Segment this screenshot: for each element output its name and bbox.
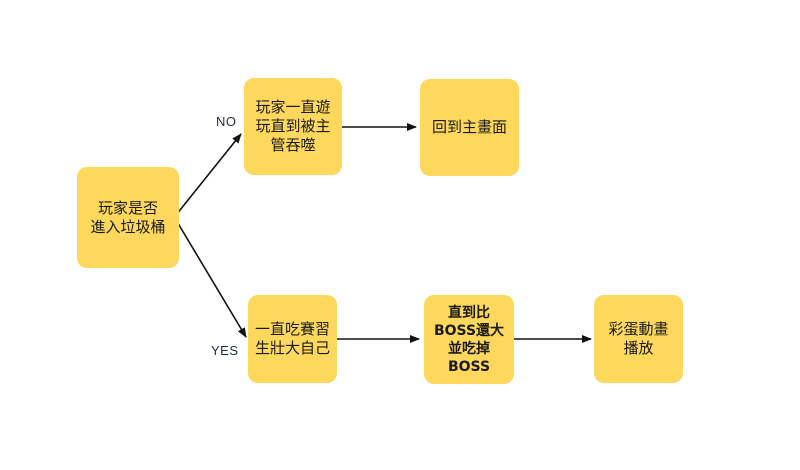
node-no-branch: 玩家一直遊 玩直到被主 管吞噬	[244, 78, 342, 175]
node-yes-mid: 直到比 BOSS還大 並吃掉 BOSS	[424, 295, 514, 384]
edge-label-yes: YES	[211, 343, 239, 358]
node-start-label: 玩家是否 進入垃圾桶	[90, 198, 166, 236]
node-start: 玩家是否 進入垃圾桶	[77, 167, 179, 268]
node-yes-end: 彩蛋動畫 播放	[594, 295, 683, 383]
node-yes-mid-label: 直到比 BOSS還大 並吃掉 BOSS	[433, 304, 505, 375]
arrow-start-to-yes	[175, 219, 247, 338]
node-no-branch-label: 玩家一直遊 玩直到被主 管吞噬	[255, 98, 331, 154]
edge-label-no: NO	[216, 114, 237, 129]
node-yes-branch-label: 一直吃賽習 生壯大自己	[254, 320, 330, 357]
node-yes-branch: 一直吃賽習 生壯大自己	[248, 295, 337, 383]
arrow-start-to-no	[175, 133, 242, 216]
node-no-end-label: 回到主畫面	[431, 118, 507, 136]
node-yes-end-label: 彩蛋動畫 播放	[608, 320, 669, 357]
node-no-end: 回到主畫面	[420, 79, 519, 176]
